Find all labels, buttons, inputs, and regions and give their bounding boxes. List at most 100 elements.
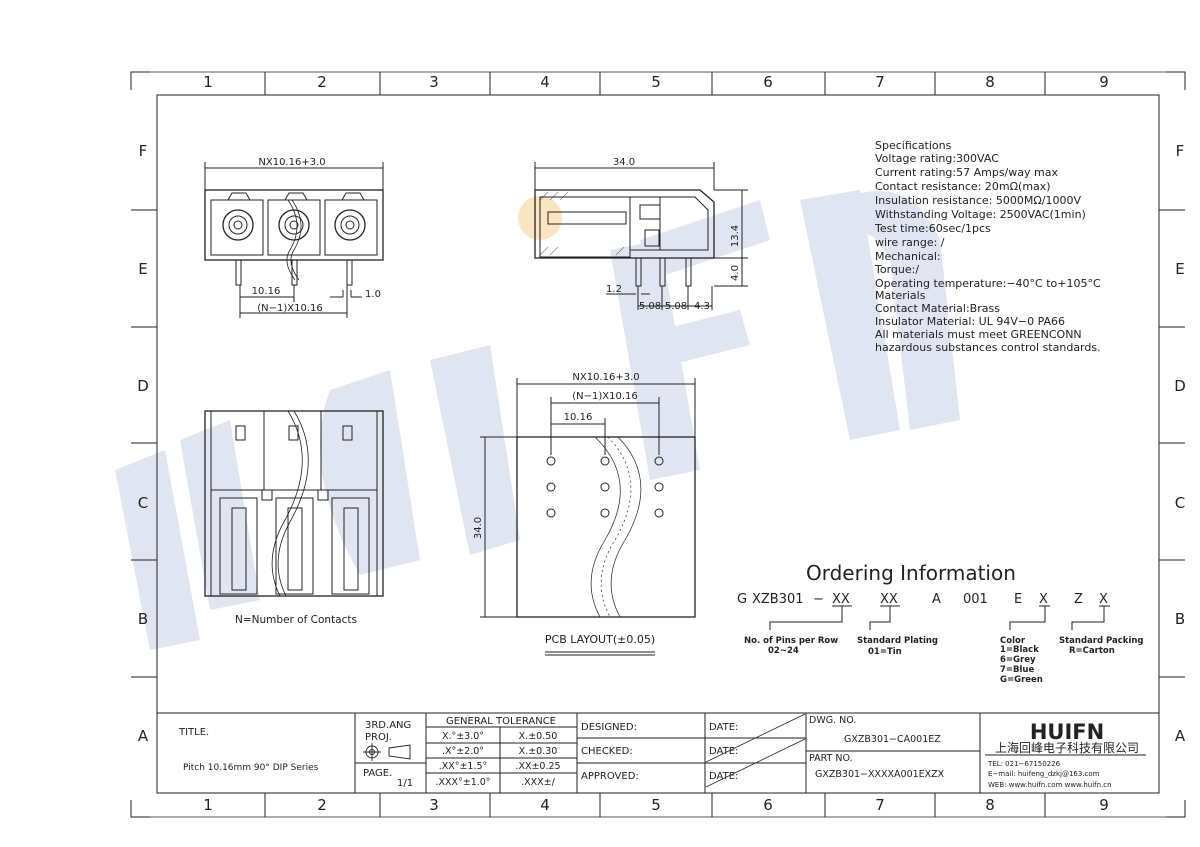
tol-linear: .XXX±/ — [521, 777, 556, 788]
pcb-dim-depth: 34.0 — [473, 517, 484, 539]
title-label: TITLE. — [178, 727, 209, 738]
spec-line: Voltage rating:300VAC — [875, 152, 999, 165]
date-label: DATE: — [709, 746, 738, 757]
spec-line: wire range: / — [875, 236, 945, 249]
date-label: DATE: — [709, 771, 738, 782]
ordering-information: Ordering Information G XZB301 − XX XX A … — [737, 561, 1144, 685]
col-label: 9 — [1099, 73, 1109, 91]
dim-pin-len: 4.0 — [730, 265, 741, 281]
spec-line: Insulation resistance: 5000MΩ/1000V — [875, 194, 1081, 207]
title-value: Pitch 10.16mm 90° DIP Series — [183, 763, 319, 773]
row-label: E — [1175, 260, 1184, 278]
code-part: XX — [880, 592, 898, 607]
row-label: A — [1175, 727, 1186, 745]
dim-pin: 1.0 — [365, 289, 381, 300]
top-view: N=Number of Contacts — [204, 410, 384, 626]
tol-angle: .XXX°±1.0° — [435, 777, 490, 788]
color-value: G=Green — [1000, 675, 1043, 685]
spec-line: Insulator Material: UL 94V−0 PA66 — [875, 315, 1065, 328]
col-label: 2 — [317, 796, 327, 814]
proj-label: 3RD.ANG — [365, 720, 411, 731]
code-part: A — [932, 592, 941, 607]
dwg-no-label: DWG. NO. — [809, 715, 856, 726]
color-value: 1=Black — [1000, 645, 1039, 655]
pcb-dim-pitch: 10.16 — [564, 412, 593, 423]
code-part: XZB301 — [752, 592, 804, 607]
color-label: Color — [1000, 636, 1026, 646]
brand-logo: HUIFN — [1030, 720, 1104, 744]
dim-height: 13.4 — [730, 225, 741, 247]
specifications: Specifications Voltage rating:300VAC Cur… — [874, 139, 1101, 354]
code-part: Z — [1074, 592, 1083, 607]
date-label: DATE: — [709, 722, 738, 733]
company-tel: TEL: 021−67150226 — [987, 760, 1061, 768]
spec-line: Mechanical: — [875, 250, 941, 263]
col-label: 4 — [540, 73, 550, 91]
spec-line: Specifications — [875, 139, 952, 152]
spec-line: Current rating:57 Amps/way max — [875, 166, 1058, 179]
col-label: 5 — [651, 73, 661, 91]
col-label: 3 — [429, 796, 439, 814]
company-name: 上海回峰电子科技有限公司 — [995, 740, 1139, 755]
dim-b: 5.08 — [665, 301, 687, 312]
col-label: 3 — [429, 73, 439, 91]
contacts-note: N=Number of Contacts — [235, 614, 357, 626]
col-label: 4 — [540, 796, 550, 814]
dim-total: NX10.16+3.0 — [258, 157, 325, 168]
code-part: E — [1014, 592, 1022, 607]
page-label: PAGE. — [363, 768, 392, 779]
title-block: TITLE. Pitch 10.16mm 90° DIP Series 3RD.… — [157, 712, 1159, 793]
code-part: G — [737, 592, 747, 607]
pins-range: 02~24 — [768, 646, 799, 656]
col-label: 7 — [875, 73, 885, 91]
col-label: 9 — [1099, 796, 1109, 814]
code-part: XX — [832, 592, 850, 607]
pins-label: No. of Pins per Row — [744, 636, 838, 646]
row-label: D — [137, 377, 149, 395]
spec-line: Torque:/ — [874, 263, 919, 276]
dim-c: 4.3 — [694, 301, 710, 312]
row-label: B — [1175, 610, 1185, 628]
tol-angle: X.°±3.0° — [442, 731, 484, 742]
row-label: A — [138, 727, 149, 745]
dim-length: 34.0 — [613, 157, 635, 168]
side-view: 34.0 13.4 4.0 1.2 5.08 5.08 4.3 — [534, 157, 748, 312]
proj-label: PROJ. — [365, 732, 392, 743]
color-value: 6=Grey — [1000, 655, 1036, 665]
row-label: C — [138, 494, 148, 512]
projection-symbol-icon — [363, 743, 411, 761]
col-label: 6 — [763, 73, 773, 91]
spec-line: hazardous substances control standards. — [875, 341, 1101, 354]
pcb-dim-span: (N−1)X10.16 — [572, 391, 638, 402]
tolerance-title: GENERAL TOLERANCE — [446, 716, 556, 727]
spec-line: Test time:60sec/1pcs — [874, 222, 991, 235]
row-label: F — [1176, 142, 1185, 160]
spec-line: All materials must meet GREENCONN — [875, 328, 1082, 341]
code-part: X — [1099, 592, 1108, 607]
col-label: 8 — [985, 73, 995, 91]
front-view: NX10.16+3.0 10.16 (N−1)X10.16 1.0 — [204, 157, 384, 318]
dwg-no: GXZB301−CA001EZ — [844, 734, 941, 745]
row-label: E — [138, 260, 147, 278]
col-label: 1 — [203, 796, 213, 814]
designed-label: DESIGNED: — [581, 722, 637, 733]
dim-pin-w: 1.2 — [606, 284, 622, 295]
pcb-dim-total: NX10.16+3.0 — [572, 372, 639, 383]
dim-span: (N−1)X10.16 — [257, 303, 323, 314]
spec-line: Contact Material:Brass — [875, 302, 1000, 315]
code-part: X — [1039, 592, 1048, 607]
pcb-layout: NX10.16+3.0 (N−1)X10.16 10.16 34.0 PCB L… — [473, 372, 696, 656]
page-value: 1/1 — [397, 778, 413, 789]
part-no-label: PART NO. — [809, 753, 853, 764]
tol-angle: .XX°±1.5° — [439, 761, 488, 772]
packing-value: R=Carton — [1069, 646, 1115, 656]
col-label: 1 — [203, 73, 213, 91]
row-label: C — [1175, 494, 1185, 512]
sheet-frame — [130, 71, 1186, 818]
checked-label: CHECKED: — [581, 746, 633, 757]
color-value: 7=Blue — [1000, 665, 1034, 675]
col-label: 5 — [651, 796, 661, 814]
dim-pitch: 10.16 — [252, 286, 281, 297]
company-email: E−mail: huifeng_dzkj@163.com — [988, 770, 1100, 778]
row-label: B — [138, 610, 148, 628]
